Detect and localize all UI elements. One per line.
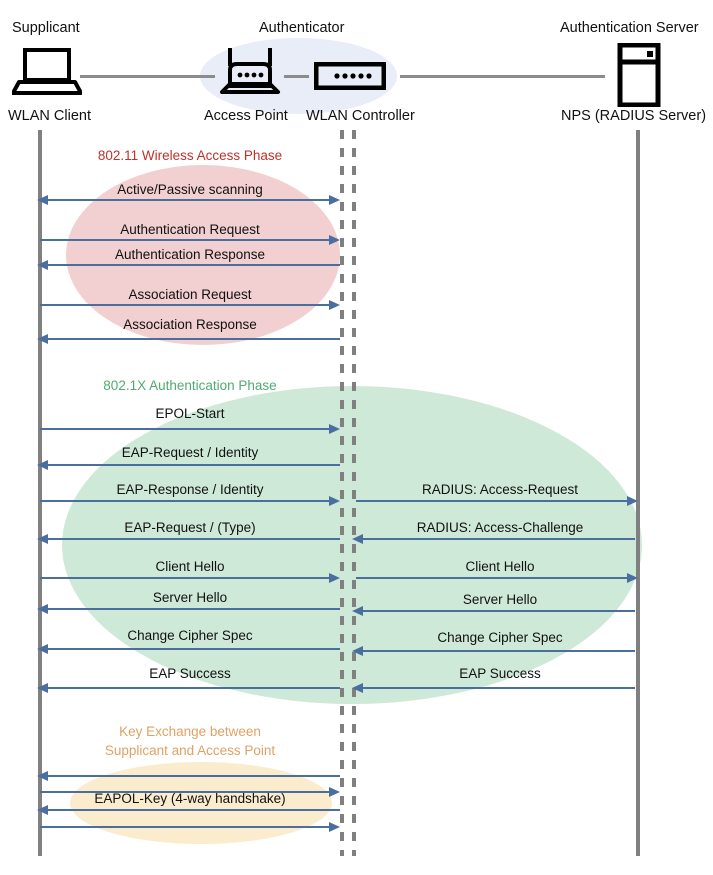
arrowhead-left-icon <box>37 460 48 470</box>
arrowhead-right-icon <box>329 787 340 797</box>
message-line <box>45 264 340 266</box>
message-label: Authentication Request <box>120 222 260 237</box>
phase-ellipse-80211 <box>66 165 340 345</box>
message-line <box>360 538 635 540</box>
wire-controller-to-server <box>400 75 605 78</box>
access-point-icon <box>216 46 284 101</box>
phase-caption-key-exchange-line2: Supplicant and Access Point <box>104 743 276 758</box>
message-line <box>45 775 340 777</box>
arrowhead-right-icon <box>329 300 340 310</box>
message-line <box>360 610 635 612</box>
message-line <box>45 608 340 610</box>
message-label: EAPOL-Key (4-way handshake) <box>94 791 286 806</box>
message-line <box>360 650 635 652</box>
actor-caption-wlan-client: WLAN Client <box>8 108 91 124</box>
message-line <box>40 239 335 241</box>
message-label: EAP-Request / Identity <box>121 445 259 460</box>
message-line <box>45 464 340 466</box>
message-label: Association Request <box>128 287 252 302</box>
arrowhead-left-icon <box>37 604 48 614</box>
message-line <box>45 809 340 811</box>
message-label: Client Hello <box>465 559 535 574</box>
message-line <box>40 791 335 793</box>
arrowhead-left-icon <box>37 260 48 270</box>
arrowhead-right-icon <box>329 496 340 506</box>
arrowhead-left-icon <box>352 683 363 693</box>
message-label: Server Hello <box>462 592 538 607</box>
message-label: Change Cipher Spec <box>127 628 253 643</box>
message-line <box>40 500 335 502</box>
actor-caption-access-point: Access Point <box>204 108 288 124</box>
wire-ap-to-controller <box>284 75 309 78</box>
message-label: RADIUS: Access-Challenge <box>416 520 584 535</box>
actor-role-authenticator: Authenticator <box>259 20 345 36</box>
lifeline-authentication-server <box>636 130 640 856</box>
arrowhead-right-icon <box>329 235 340 245</box>
arrowhead-left-icon <box>352 646 363 656</box>
actor-caption-nps-radius-server: NPS (RADIUS Server) <box>561 108 707 124</box>
arrowhead-left-icon <box>352 606 363 616</box>
arrowhead-right-icon <box>627 496 638 506</box>
message-line <box>40 428 335 430</box>
arrowhead-left-icon <box>37 805 48 815</box>
arrowhead-right-icon <box>627 573 638 583</box>
message-label: Change Cipher Spec <box>437 630 563 645</box>
phase-caption-80211: 802.11 Wireless Access Phase <box>97 148 283 163</box>
actor-role-authentication-server: Authentication Server <box>560 20 699 36</box>
message-label: EAP Success <box>149 666 231 681</box>
message-label: RADIUS: Access-Request <box>421 482 579 497</box>
lifeline-supplicant <box>38 130 42 856</box>
message-label: EAP-Response / Identity <box>116 482 264 497</box>
arrowhead-left-icon <box>37 644 48 654</box>
message-label: Association Response <box>123 317 257 332</box>
message-label: Active/Passive scanning <box>117 182 263 197</box>
message-label: EPOL-Start <box>155 406 225 421</box>
message-line <box>356 577 631 579</box>
phase-caption-key-exchange-line1: Key Exchange between <box>119 724 261 739</box>
message-label: Authentication Response <box>114 247 266 262</box>
arrowhead-right-icon <box>329 573 340 583</box>
message-line <box>356 500 631 502</box>
phase-caption-8021x: 802.1X Authentication Phase <box>103 378 277 393</box>
message-line <box>45 338 340 340</box>
message-line <box>40 304 335 306</box>
message-line <box>45 199 335 201</box>
message-line <box>40 826 335 828</box>
message-line <box>45 538 340 540</box>
actor-role-supplicant: Supplicant <box>12 20 80 36</box>
arrowhead-left-icon <box>352 534 363 544</box>
lifeline-wlan-controller <box>352 130 356 856</box>
message-line <box>45 687 340 689</box>
arrowhead-left-icon <box>37 771 48 781</box>
wire-client-to-ap <box>80 75 215 78</box>
server-icon <box>617 42 661 112</box>
message-line <box>40 577 335 579</box>
arrowhead-left-icon <box>37 683 48 693</box>
arrowhead-left-icon <box>37 195 48 205</box>
arrowhead-left-icon <box>37 334 48 344</box>
arrowhead-right-icon <box>329 424 340 434</box>
arrowhead-left-icon <box>37 534 48 544</box>
message-label: EAP Success <box>459 666 541 681</box>
laptop-icon <box>11 48 83 101</box>
message-label: EAP-Request / (Type) <box>124 520 256 535</box>
actor-caption-wlan-controller: WLAN Controller <box>306 108 415 124</box>
message-label: Server Hello <box>152 590 228 605</box>
message-line <box>45 648 340 650</box>
lifeline-access-point <box>340 130 344 856</box>
message-label: Client Hello <box>155 559 225 574</box>
arrowhead-right-icon <box>329 822 340 832</box>
wlan-controller-icon <box>313 61 387 95</box>
message-line <box>360 687 635 689</box>
arrowhead-right-icon <box>329 195 340 205</box>
